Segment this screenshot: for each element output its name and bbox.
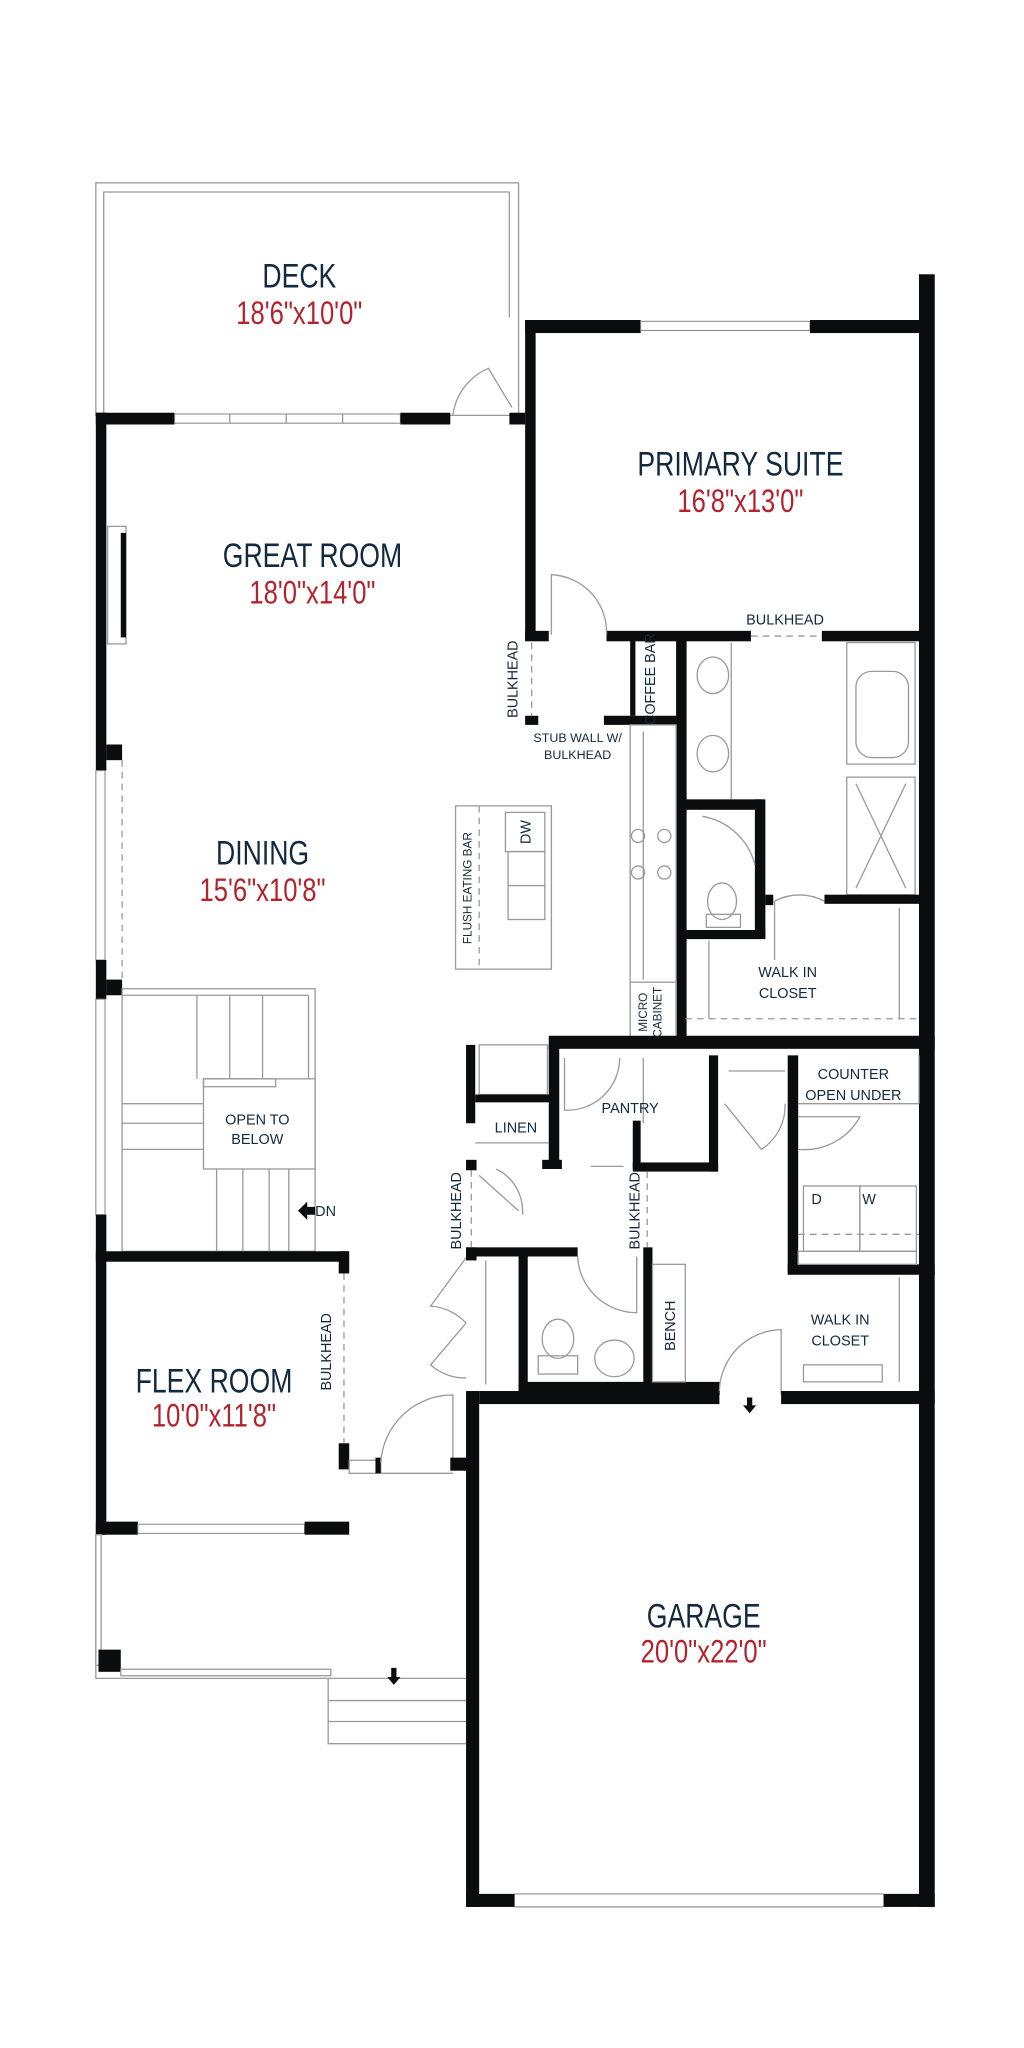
garage-walls [466, 1391, 935, 1908]
coffee-bar-label: COFFEE BAR [643, 633, 659, 725]
deck-door-swing [452, 367, 513, 416]
deck-dims: 18'6"x10'0" [236, 295, 362, 332]
bulkhead-label-flex: BULKHEAD [319, 1313, 335, 1390]
entry [348, 1257, 487, 1474]
flush-eating-bar-label: FLUSH EATING BAR [461, 832, 474, 944]
stairs-down-label: DN [315, 1204, 336, 1220]
open-to-below-line1: OPEN TO [225, 1113, 289, 1129]
flex-room-name: FLEX ROOM [136, 1362, 293, 1400]
bulkhead-label-great-room: BULKHEAD [505, 640, 521, 717]
primary-suite-dims: 16'8"x13'0" [677, 483, 803, 520]
front-porch [95, 1534, 467, 1745]
staircase [121, 988, 316, 1252]
primary-suite-name: PRIMARY SUITE [637, 445, 843, 483]
linen-label: LINEN [495, 1120, 537, 1136]
open-to-below-line2: BELOW [231, 1132, 284, 1148]
flex-room-dims: 10'0"x11'8" [152, 1397, 276, 1434]
stub-wall-label-line2: BULKHEAD [544, 748, 611, 762]
dining-name: DINING [216, 835, 309, 873]
central-walls [466, 1044, 720, 1395]
laundry [724, 1055, 935, 1275]
dryer-label: D [811, 1192, 821, 1208]
micro-cabinet-label-line1: MICRO [637, 993, 650, 1032]
counter-label-line1: COUNTER [818, 1067, 889, 1083]
counter-label-line2: OPEN UNDER [805, 1088, 901, 1104]
washer-label: W [862, 1192, 876, 1208]
pantry-label: PANTRY [602, 1101, 660, 1117]
fireplace [106, 525, 127, 645]
micro-cabinet-label-line2: CABINET [652, 987, 665, 1038]
deck-name: DECK [262, 257, 336, 295]
bench-label: BENCH [663, 1301, 679, 1351]
walk-in-closet-1-line1: WALK IN [758, 965, 817, 981]
closet-2 [718, 1277, 900, 1395]
garage-dims: 20'0"x22'0" [641, 1634, 767, 1671]
kitchen-island [454, 805, 553, 970]
primary-suite-walls [525, 274, 935, 1907]
suite-door-swing [550, 574, 608, 635]
bulkhead-label-suite: BULKHEAD [746, 612, 824, 628]
garage-step-arrow-icon [743, 1397, 757, 1414]
left-exterior-wall [95, 412, 123, 1535]
dining-dims: 15'6"x10'8" [199, 872, 325, 909]
kitchen [525, 640, 935, 1049]
walk-in-closet-2-line2: CLOSET [811, 1333, 869, 1349]
walk-in-closet-1-line2: CLOSET [759, 986, 817, 1002]
great-room-name: GREAT ROOM [223, 537, 402, 575]
down-arrow-icon [298, 1201, 316, 1220]
stub-wall-label-line1: STUB WALL W/ [533, 731, 622, 745]
bulkhead-label-mudroom: BULKHEAD [627, 1172, 643, 1249]
rear-wall [95, 412, 526, 425]
walk-in-closet-2-line1: WALK IN [811, 1312, 870, 1328]
garage-name: GARAGE [647, 1597, 761, 1635]
flex-room-walls [95, 1251, 350, 1535]
porch-arrow-icon [387, 1667, 401, 1685]
great-room-dims: 18'0"x14'0" [249, 574, 375, 611]
bulkhead-label-hall: BULKHEAD [449, 1172, 465, 1249]
ensuite [685, 641, 922, 1020]
dishwasher-label: DW [518, 820, 534, 844]
